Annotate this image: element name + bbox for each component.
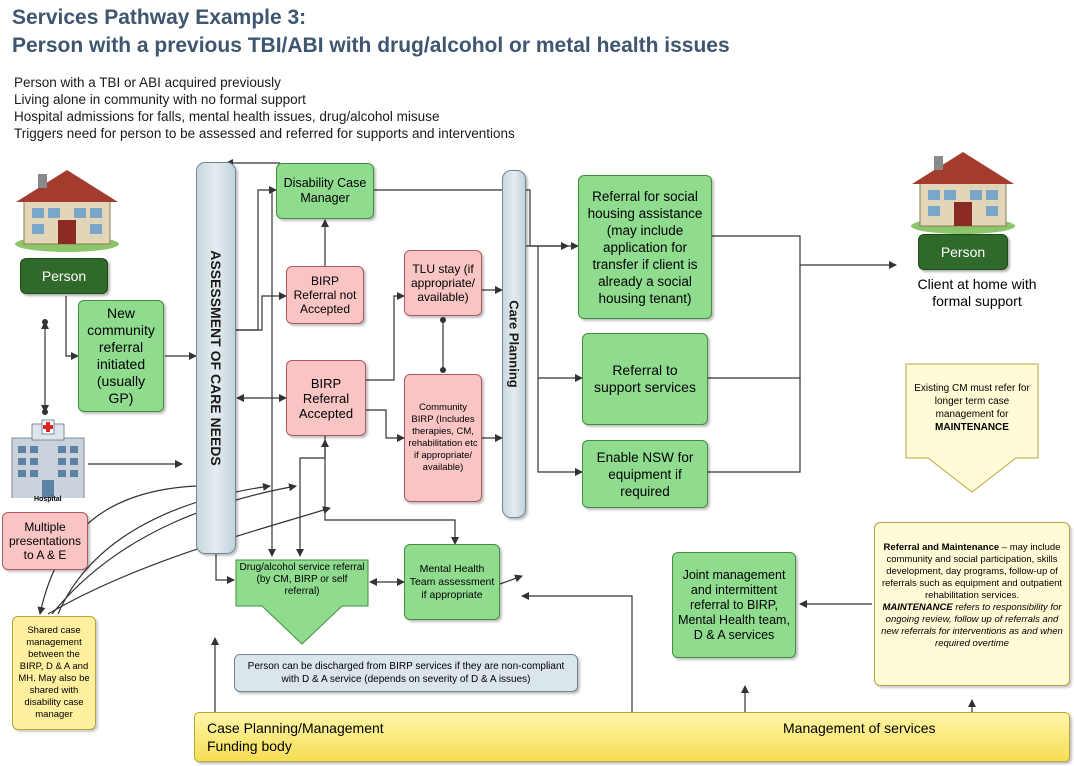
client-at-home: Client at home with formal support — [917, 276, 1037, 309]
disability-case-manager: Disability Case Manager — [276, 163, 374, 219]
assessment-label: ASSESSMENT OF CARE NEEDS — [208, 250, 224, 466]
tlu-stay: TLU stay (if appropriate/ available) — [404, 250, 482, 316]
assessment-of-care-needs: ASSESSMENT OF CARE NEEDS — [196, 162, 236, 554]
rm-maintenance-title: MAINTENANCE — [882, 602, 953, 613]
referral-support-services: Referral to support services — [582, 333, 708, 425]
joint-management: Joint management and intermittent referr… — [672, 552, 796, 658]
drug-alcohol-text: Drug/alcohol service referral (by CM, BI… — [239, 562, 365, 597]
rm-text: – may include community and social parti… — [881, 542, 1063, 601]
hospital-icon — [10, 419, 86, 506]
enable-nsw-equipment: Enable NSW for equipment if required — [582, 440, 708, 508]
rm-maintenance-text: refers to responsibility for ongoing rev… — [881, 602, 1063, 649]
existing-cm-maintenance: MAINTENANCE — [935, 422, 1009, 433]
birp-referral-not-accepted: BIRP Referral not Accepted — [286, 266, 364, 324]
intro-line-3: Hospital admissions for falls, mental he… — [14, 109, 440, 124]
intro-line-4: Triggers need for person to be assessed … — [14, 126, 515, 141]
rm-title: Referral and Maintenance — [883, 542, 1000, 553]
existing-cm-text: Existing CM must refer for longer term c… — [914, 383, 1030, 420]
intro-line-2: Living alone in community with no formal… — [14, 92, 306, 107]
house-icon — [911, 152, 1015, 234]
footer-case-planning: Case Planning/Management — [207, 720, 384, 736]
hospital-label: Hospital — [34, 496, 62, 503]
footer-funding-body: Funding body — [207, 738, 292, 754]
title-line-2: Person with a previous TBI/ABI with drug… — [12, 34, 730, 57]
referral-social-housing: Referral for social housing assistance (… — [578, 175, 712, 319]
birp-referral-accepted: BIRP Referral Accepted — [286, 360, 366, 436]
footer-bar: Case Planning/Management Funding body Ma… — [194, 712, 1070, 762]
care-planning-label: Care Planning — [506, 300, 522, 388]
house-icon — [15, 170, 119, 252]
footer-management-of-services: Management of services — [783, 720, 936, 736]
person-right: Person — [918, 234, 1008, 270]
referral-and-maintenance: Referral and Maintenance – may include c… — [874, 522, 1070, 686]
care-planning: Care Planning — [502, 170, 526, 518]
community-birp: Community BIRP (Includes therapies, CM, … — [404, 374, 482, 502]
title-line-1: Services Pathway Example 3: — [12, 6, 307, 29]
person-left: Person — [20, 258, 108, 294]
mental-health-team: Mental Health Team assessment if appropr… — [404, 544, 500, 620]
multiple-presentations: Multiple presentations to A & E — [2, 512, 88, 570]
existing-cm-callout: Existing CM must refer for longer term c… — [904, 362, 1040, 494]
discharge-note: Person can be discharged from BIRP servi… — [234, 654, 578, 692]
intro-line-1: Person with a TBI or ABI acquired previo… — [14, 75, 281, 90]
shared-case-management: Shared case management between the BIRP,… — [12, 616, 96, 730]
drug-alcohol-referral: Drug/alcohol service referral (by CM, BI… — [234, 558, 370, 646]
new-community-referral: New community referral initiated (usuall… — [78, 300, 164, 412]
